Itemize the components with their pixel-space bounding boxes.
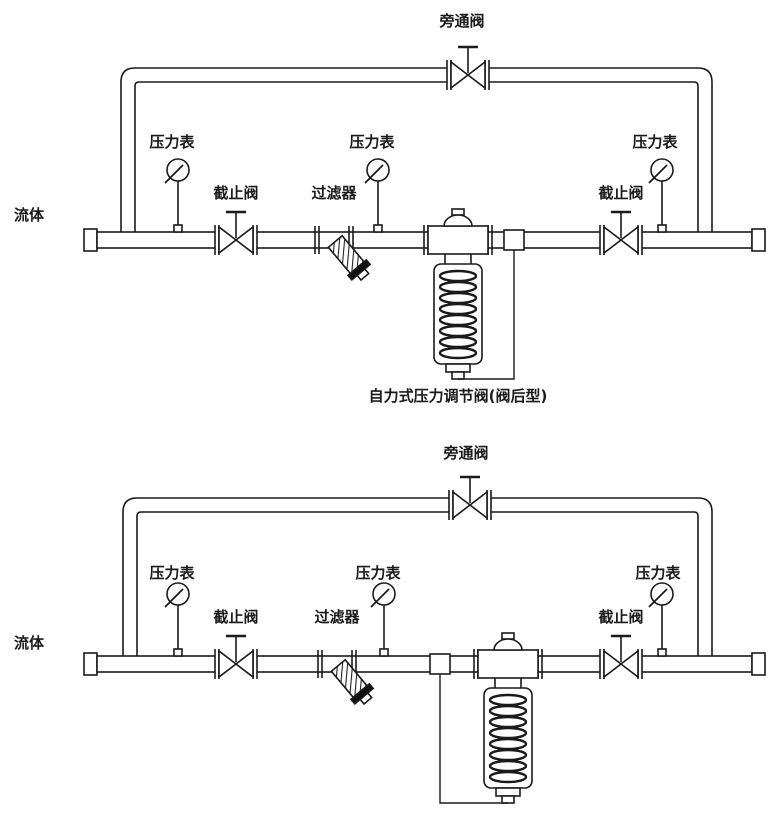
pressure-gauge-left-label: 压力表 [149,564,195,582]
pressure-gauge-center-label: 压力表 [355,564,401,582]
bypass-valve-label: 旁通阀 [442,444,488,462]
stop-valve-right [598,210,644,257]
strainer-label: 过滤器 [314,608,360,626]
stop-valve-right-label: 截止阀 [598,184,643,202]
stop-valve-left-label: 截止阀 [213,608,258,626]
pressure-gauge-center [370,582,396,657]
self-operated-regulator [472,631,544,805]
fluid-label: 流体 [14,206,45,224]
pipe-end-cap-right [751,652,766,676]
bypass-pipe [122,497,713,657]
impulse-line [429,653,508,804]
pressure-gauge-center-label: 压力表 [349,133,395,151]
pipe-end-cap-left [83,652,98,676]
stop-valve-left-label: 截止阀 [213,184,258,202]
pressure-gauge-center [364,158,390,233]
pipe-body [96,655,753,673]
diagram-valve-before-type: 旁通阀 压力表 压力表 压力表 流体 截止阀 过滤器 截止阀 [14,444,766,805]
impulse-tap [503,229,525,251]
bypass-valve-label: 旁通阀 [438,12,484,30]
pressure-gauge-right [648,582,674,657]
bypass-valve [447,475,493,522]
strainer-label: 过滤器 [311,184,357,202]
self-operated-regulator [422,207,494,381]
stop-valve-right [598,634,644,681]
pressure-gauge-left [164,582,190,657]
pressure-gauge-left-label: 压力表 [149,133,195,151]
diagram-valve-after-type: 旁通阀 压力表 压力表 压力表 流体 截止阀 过滤器 截止阀 自力式压力调节阀(… [14,12,766,405]
main-pipe [83,652,766,676]
pressure-gauge-right [648,158,674,233]
diagram-caption: 自力式压力调节阀(阀后型) [369,387,548,405]
pressure-gauge-left [164,158,190,233]
fluid-label: 流体 [14,634,45,652]
stop-valve-left [213,210,259,257]
pressure-gauge-right-label: 压力表 [635,564,681,582]
bypass-pipe [120,67,713,233]
impulse-tap [429,653,451,675]
stop-valve-right-label: 截止阀 [598,608,643,626]
pipe-end-cap-left [83,228,98,252]
pipe-end-cap-right [751,228,766,252]
bypass-valve [445,45,491,92]
impulse-line [458,229,525,380]
pressure-gauge-right-label: 压力表 [632,133,678,151]
stop-valve-left [213,634,259,681]
